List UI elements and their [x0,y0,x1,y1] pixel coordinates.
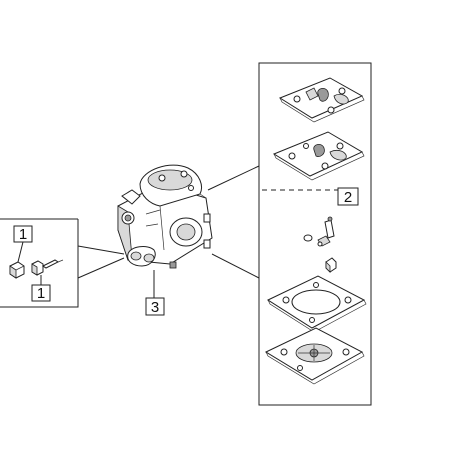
svg-text:2: 2 [344,189,352,206]
callout-screw-bottom: 1 [31,275,51,302]
adjusting-screw-left [9,261,25,279]
metering-diaphragm [264,327,365,385]
callout-screw-top: 1 [13,225,33,263]
callout-carburetor: 3 [145,270,165,316]
callout-kit: 2 [337,187,359,206]
svg-text:3: 3 [151,299,159,316]
inlet-needle-parts [303,216,337,273]
carburetor [117,164,213,269]
repair-kit-box [258,62,372,406]
adjusting-screw-right [31,259,64,276]
screw-box [0,218,125,308]
svg-text:1: 1 [19,226,27,243]
pump-gasket [272,131,365,181]
svg-text:1: 1 [37,285,45,302]
metering-gasket [266,275,367,333]
pump-diaphragm-gasket [278,77,365,123]
